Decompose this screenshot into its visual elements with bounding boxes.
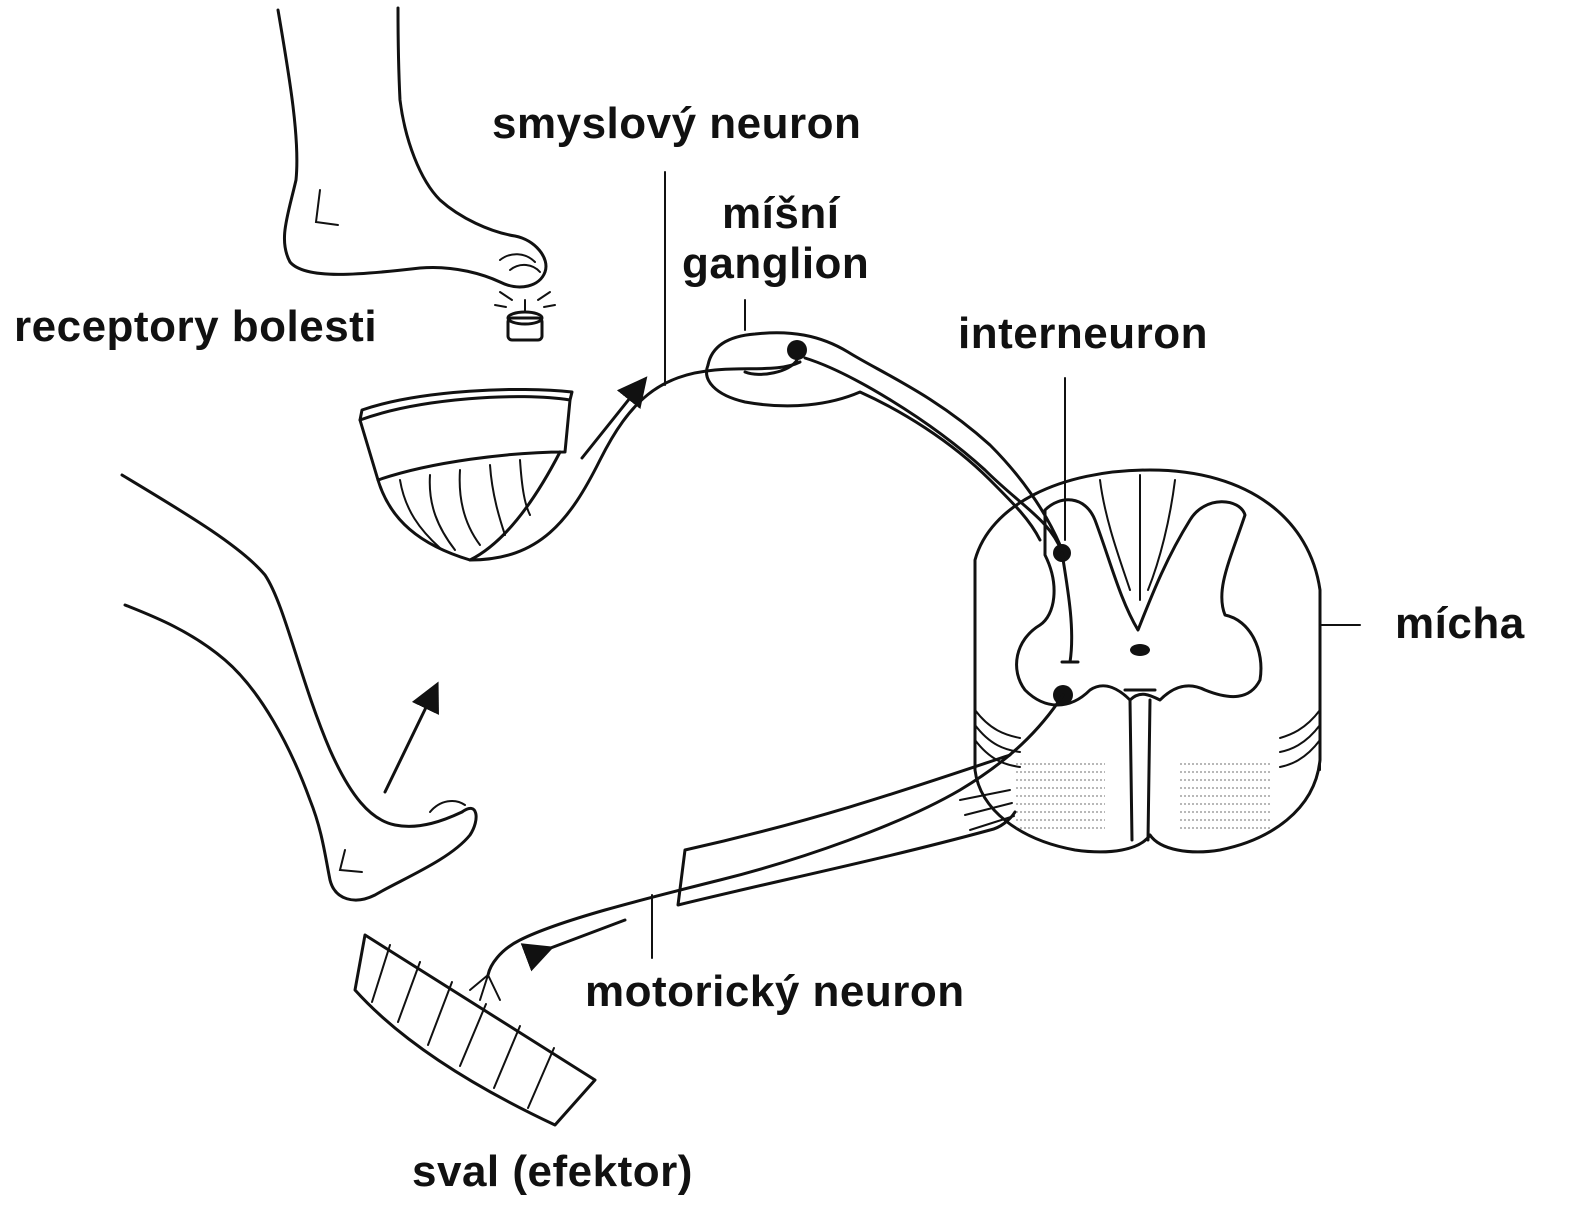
label-spinal-cord: mícha [1395, 602, 1525, 646]
label-spinal-ganglion-line1: míšní [722, 192, 839, 236]
label-spinal-ganglion-line2: ganglion [682, 242, 869, 286]
spinal-cord-section [975, 470, 1320, 852]
label-muscle-effector: sval (efektor) [412, 1150, 693, 1194]
label-pain-receptors: receptory bolesti [14, 305, 377, 349]
sensory-arrow [582, 388, 638, 458]
interneuron-cell [1053, 378, 1078, 662]
label-sensory-neuron: smyslový neuron [492, 102, 861, 146]
motor-neuron [488, 685, 1073, 975]
label-motor-neuron: motorický neuron [585, 970, 965, 1014]
label-interneuron: interneuron [958, 312, 1208, 356]
pain-stimulus-icon [495, 292, 555, 340]
muscle-effector [355, 935, 595, 1125]
withdrawal-arrow [385, 695, 432, 792]
skin-section [360, 389, 572, 560]
